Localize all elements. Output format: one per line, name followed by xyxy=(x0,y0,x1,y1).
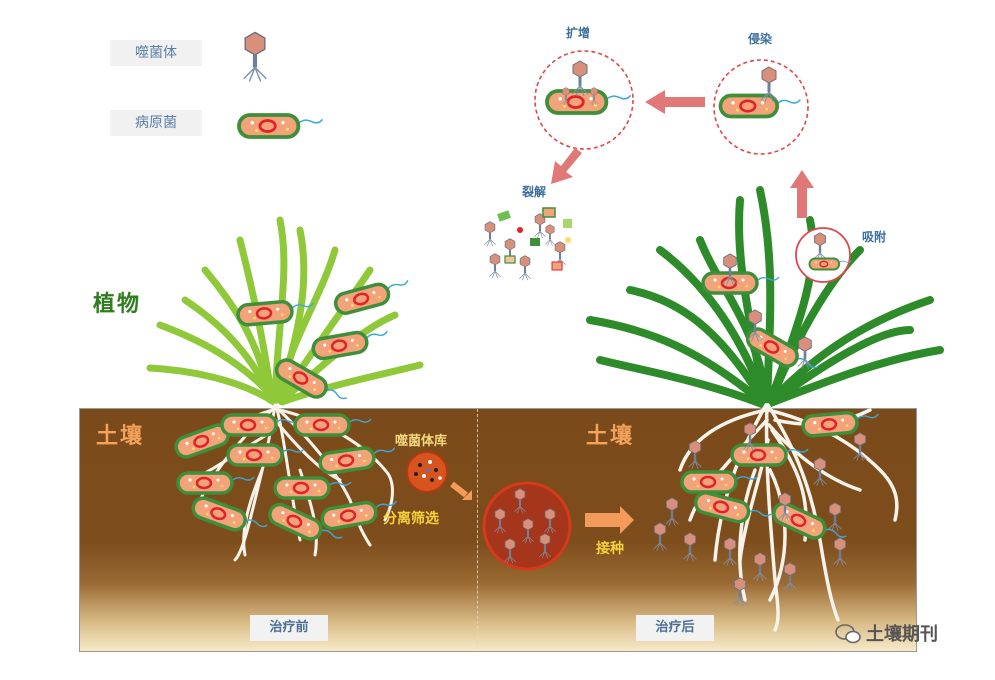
inoculation-label: 接种 xyxy=(596,541,624,557)
legend-pathogen-icon xyxy=(237,113,325,139)
phage-library-label: 噬菌体库 xyxy=(395,434,448,449)
bacterium-right-soil-1 xyxy=(800,408,882,439)
cycle-arrow-up xyxy=(790,170,814,218)
watermark-text: 土壤期刊 xyxy=(866,624,938,645)
isolation-screening-label: 分离筛选 xyxy=(383,511,439,527)
cycle-arrow-left xyxy=(645,90,705,114)
soil-divider xyxy=(477,409,478,649)
inoculation-arrow xyxy=(585,506,634,534)
amplify-label: 扩增 xyxy=(566,26,591,40)
legend-phage-icon xyxy=(243,31,267,83)
lysis-fragments xyxy=(484,207,572,281)
soil-label-right: 土壤 xyxy=(586,424,635,449)
soil-label-left: 土壤 xyxy=(96,424,145,449)
bacterium-soil-3 xyxy=(293,413,373,437)
plant-label: 植物 xyxy=(93,292,142,317)
bacterium-soil-8 xyxy=(188,493,271,542)
adsorb-label: 吸附 xyxy=(862,230,887,244)
before-treatment-label: 治疗前 xyxy=(250,615,328,641)
infect-circle xyxy=(713,59,809,155)
bacterium-soil-4 xyxy=(226,443,306,467)
legend-phage-label: 噬菌体 xyxy=(110,40,202,66)
lysis-label: 裂解 xyxy=(522,185,547,199)
phage-library xyxy=(406,451,448,493)
legend-pathogen-label: 病原菌 xyxy=(110,110,202,136)
bacterium-soil-6 xyxy=(176,471,256,495)
adsorb-circle xyxy=(795,227,853,283)
isolated-phage-circle xyxy=(482,481,572,571)
wechat-icon xyxy=(835,624,861,644)
amplify-circle xyxy=(534,50,634,150)
infect-label: 侵染 xyxy=(748,32,773,46)
after-treatment-label: 治疗后 xyxy=(636,615,714,641)
bacterium-right-soil-4 xyxy=(691,488,774,532)
right-plant xyxy=(586,186,944,408)
bacterium-right-soil-3 xyxy=(680,470,760,494)
bacterium-leaf-2 xyxy=(331,274,414,318)
screening-arrow xyxy=(450,481,468,498)
cycle-arrow-down xyxy=(551,148,582,184)
